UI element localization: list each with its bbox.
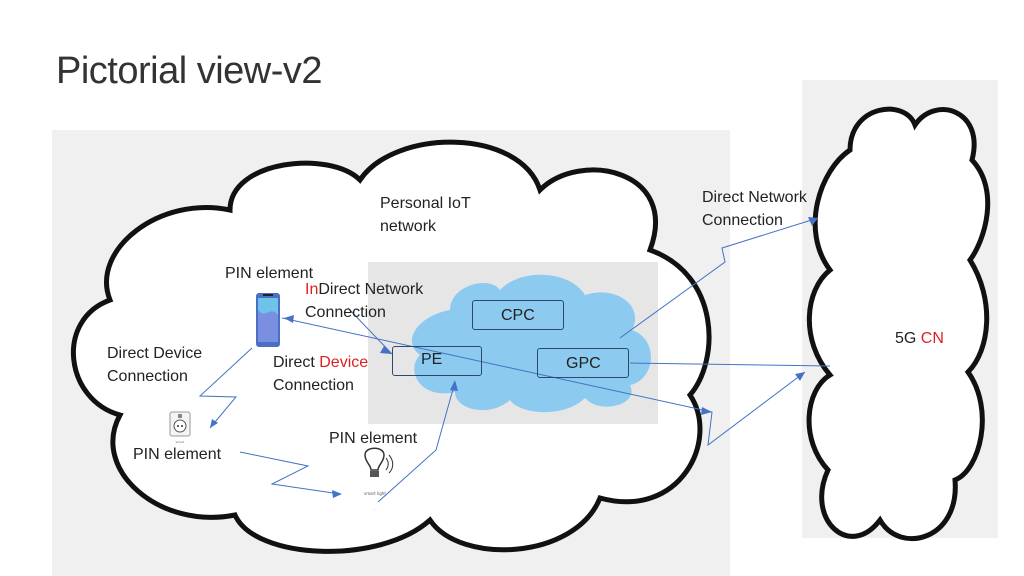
direct-network-line2: Connection bbox=[702, 212, 783, 229]
direct-device-mid-word2: Device bbox=[319, 354, 369, 371]
cn-suffix: CN bbox=[920, 330, 944, 347]
svg-text:smart light: smart light bbox=[364, 491, 386, 496]
pin-element-plug-label: PIN element bbox=[133, 446, 222, 463]
direct-device-mid-word1: Direct bbox=[273, 354, 315, 371]
direct-device-left-line1: Direct Device bbox=[107, 345, 203, 362]
indirect-prefix: In bbox=[305, 281, 319, 298]
smart-plug-icon: smart bbox=[169, 411, 191, 444]
core-network-cloud bbox=[806, 106, 991, 541]
indirect-network-label: InDirect Network Connection bbox=[305, 278, 423, 324]
svg-text:smart: smart bbox=[176, 440, 186, 444]
direct-device-left-label: Direct Device Connection bbox=[107, 342, 202, 388]
pin-element-top-label: PIN element bbox=[225, 265, 314, 282]
personal-iot-line2: network bbox=[380, 218, 437, 235]
svg-text:- -: - - bbox=[373, 507, 376, 511]
direct-device-left-line2: Connection bbox=[107, 368, 188, 385]
direct-network-label: Direct Network Connection bbox=[702, 186, 807, 232]
core-network-label: 5G CN bbox=[895, 327, 944, 350]
pin-element-bulb-label: PIN element bbox=[329, 430, 418, 447]
cpc-box: CPC bbox=[472, 300, 564, 330]
personal-iot-line1: Personal IoT bbox=[380, 195, 471, 212]
indirect-rest: Direct Network bbox=[318, 281, 424, 298]
smartphone-icon bbox=[256, 293, 280, 347]
indirect-line2: Connection bbox=[305, 304, 386, 321]
cn-prefix: 5G bbox=[895, 330, 917, 347]
personal-iot-label: Personal IoT network bbox=[380, 192, 471, 238]
direct-device-mid-label: Direct Device Connection bbox=[273, 351, 368, 397]
direct-network-line1: Direct Network bbox=[702, 189, 807, 206]
smart-light-icon: smart light - - bbox=[364, 447, 394, 511]
gpc-box: GPC bbox=[537, 348, 629, 378]
pe-box: PE bbox=[392, 346, 482, 376]
direct-device-mid-line2: Connection bbox=[273, 377, 354, 394]
page-title: Pictorial view-v2 bbox=[56, 50, 323, 92]
